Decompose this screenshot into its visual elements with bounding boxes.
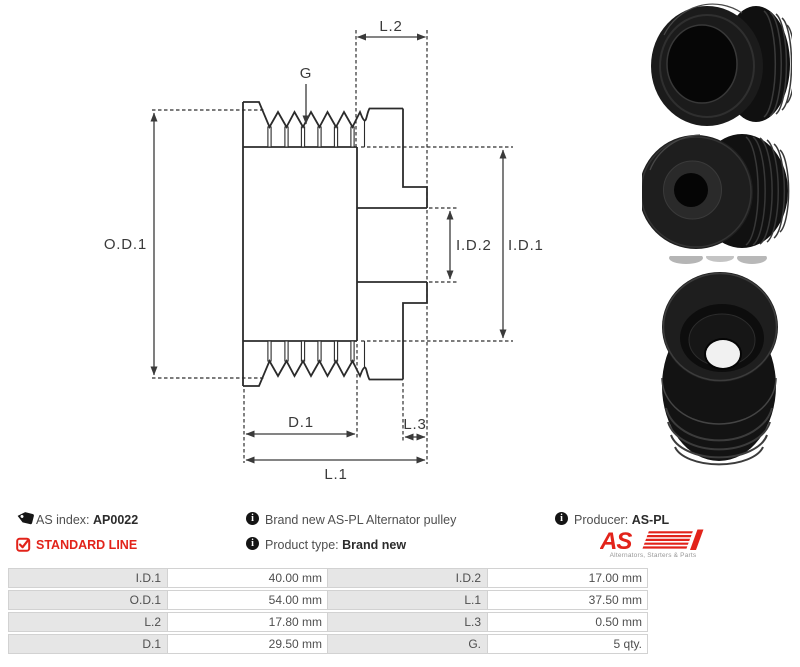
- spec-label: G.: [328, 634, 488, 654]
- info-icon: [246, 537, 259, 550]
- logo-wordmark: AS: [600, 528, 632, 553]
- spec-row: D.1 29.50 mm G. 5 qty.: [8, 634, 648, 654]
- product-description: Brand new AS-PL Alternator pulley: [265, 513, 457, 527]
- as-index-value: AP0022: [93, 513, 139, 527]
- spec-row: O.D.1 54.00 mm L.1 37.50 mm: [8, 590, 648, 610]
- belt-grooves-profile: [243, 101, 428, 387]
- spec-row: I.D.1 40.00 mm I.D.2 17.00 mm: [8, 568, 648, 588]
- spec-value: 29.50 mm: [168, 634, 328, 654]
- pulley-technical-drawing: L.2 G O.D.1 I.D.2 I.D.1 D.1 L.3 L.1: [104, 18, 544, 483]
- spec-label: L.1: [328, 590, 488, 610]
- spec-value: 37.50 mm: [488, 590, 648, 610]
- dimension-arrows: [150, 33, 507, 464]
- info-icon: [246, 512, 259, 525]
- reference-dashed-lines: [152, 30, 513, 464]
- spec-table: I.D.1 40.00 mm I.D.2 17.00 mm O.D.1 54.0…: [8, 568, 648, 656]
- as-pl-logo: AS: [599, 528, 704, 558]
- as-index: AS index: AP0022: [36, 513, 138, 527]
- spec-label: I.D.2: [328, 568, 488, 588]
- groove-slots: [267, 121, 366, 367]
- product-type: Product type: Brand new: [265, 538, 406, 552]
- producer-label: Producer:: [574, 513, 629, 527]
- dim-label-id1: I.D.1: [508, 237, 544, 254]
- product-photo-pulley-front-angled: [651, 3, 792, 126]
- product-photo-pulley-front: [642, 134, 790, 249]
- dim-label-id2: I.D.2: [456, 237, 492, 254]
- spec-label: D.1: [8, 634, 168, 654]
- dim-label-od1: O.D.1: [104, 236, 147, 253]
- spec-label: L.2: [8, 612, 168, 632]
- producer-value: AS-PL: [631, 513, 670, 527]
- product-type-label: Product type:: [265, 538, 339, 552]
- checkbox-checked-icon: [16, 537, 31, 557]
- spec-value: 17.00 mm: [488, 568, 648, 588]
- spec-label: I.D.1: [8, 568, 168, 588]
- producer: Producer: AS-PL: [574, 513, 669, 527]
- spec-value: 54.00 mm: [168, 590, 328, 610]
- dim-label-l2: L.2: [379, 18, 402, 35]
- dim-label-l1: L.1: [324, 466, 347, 483]
- logo-tagline: Alternators, Starters & Parts: [609, 552, 697, 559]
- standard-line-badge: STANDARD LINE: [36, 538, 138, 552]
- tag-icon: [16, 511, 35, 532]
- pulley-outline: [242, 102, 358, 386]
- dim-label-g: G: [300, 65, 312, 82]
- product-photo-pulley-back-angled: [661, 256, 778, 466]
- product-type-value: Brand new: [342, 538, 407, 552]
- spec-label: O.D.1: [8, 590, 168, 610]
- as-index-label: AS index:: [36, 513, 90, 527]
- spec-value: 0.50 mm: [488, 612, 648, 632]
- spec-value: 40.00 mm: [168, 568, 328, 588]
- spec-label: L.3: [328, 612, 488, 632]
- dim-label-d1: D.1: [288, 414, 314, 431]
- info-icon: [555, 512, 568, 525]
- spec-value: 17.80 mm: [168, 612, 328, 632]
- dim-label-l3: L.3: [403, 416, 426, 433]
- spec-value: 5 qty.: [488, 634, 648, 654]
- spec-row: L.2 17.80 mm L.3 0.50 mm: [8, 612, 648, 632]
